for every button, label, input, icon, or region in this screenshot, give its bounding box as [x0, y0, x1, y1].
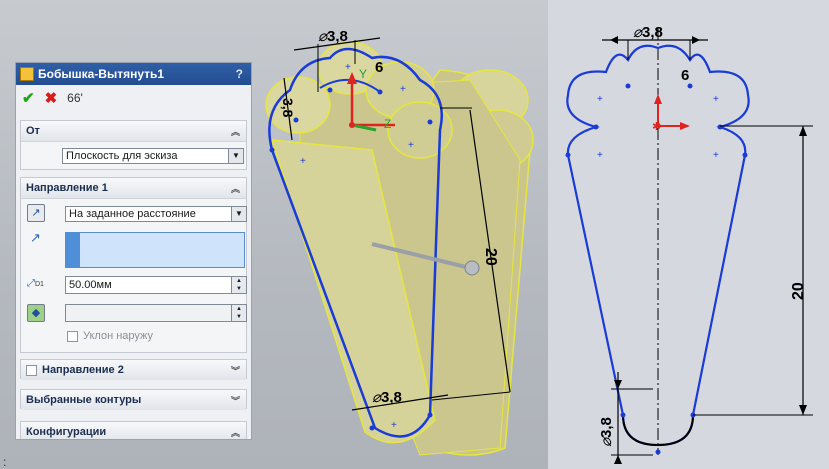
end-condition-select[interactable]: На заданное расстояние ▼	[65, 206, 247, 222]
reverse-direction-icon[interactable]: ↗	[27, 204, 45, 222]
y-axis-head	[347, 72, 357, 84]
draft-outward-checkbox[interactable]: Уклон наружу	[67, 330, 153, 342]
dropdown-arrow-icon[interactable]: ▼	[231, 207, 246, 221]
expand-chevron-icon[interactable]: ︾	[230, 395, 240, 406]
depth-icon: ⤢D1	[27, 278, 44, 289]
dim-top-diameter: ⌀3,8	[318, 28, 348, 45]
svg-text:+: +	[597, 150, 603, 161]
svg-text:+: +	[400, 84, 406, 95]
boss-extrude-icon	[20, 67, 34, 81]
svg-text:+: +	[713, 94, 719, 105]
svg-text:+: +	[713, 150, 719, 161]
dim-height: 20	[482, 248, 499, 266]
svg-text:+: +	[408, 140, 414, 151]
front-lobe-right	[387, 101, 453, 159]
corner-mark: :	[3, 455, 7, 469]
dim-arc-gap: 6	[681, 67, 689, 84]
y-axis-head	[654, 94, 662, 104]
direction-arrow-handle	[464, 260, 480, 276]
axis-label-z: Z	[384, 117, 391, 131]
draft-toggle-icon[interactable]: ◆	[27, 304, 45, 322]
z-axis-arrow	[351, 123, 377, 132]
configurations-group-label: Конфигурации	[26, 426, 107, 438]
selected-contours-group: Выбранные контуры ︾	[20, 389, 247, 410]
pm-title: Бобышка-Вытянуть1	[38, 67, 165, 81]
direction-vector-icon: ↗	[30, 230, 41, 245]
bottom-arc	[622, 414, 694, 447]
front-lobe-left	[265, 76, 331, 134]
help-button[interactable]: ?	[235, 67, 243, 81]
collapse-chevron-icon[interactable]: ︽	[230, 126, 240, 137]
pm-actions: ✔ ✖ 66'	[16, 85, 251, 111]
x-axis-head	[680, 122, 690, 130]
direction2-checkbox[interactable]	[26, 364, 37, 376]
detailed-preview-button[interactable]: 66'	[67, 91, 83, 105]
svg-text:+: +	[597, 94, 603, 105]
draft-spinner-icon[interactable]: ▲▼	[231, 305, 246, 321]
property-manager-panel: Бобышка-Вытянуть1 ? ✔ ✖ 66' От ︽ Плоскос…	[15, 62, 252, 440]
dim-arc-gap: 6	[375, 59, 383, 76]
expand-chevron-icon[interactable]: ︾	[230, 365, 240, 376]
configurations-group: Конфигурации ︽	[20, 421, 247, 439]
end-condition-value: На заданное расстояние	[69, 208, 196, 220]
pm-title-bar: Бобышка-Вытянуть1 ?	[16, 63, 251, 85]
3d-model-canvas[interactable]: Y Z ⌀3,8 6 3,8 20 ⌀3,8 + + + + +	[0, 0, 548, 469]
front-face	[270, 139, 436, 444]
selected-contours-group-label: Выбранные контуры	[26, 394, 142, 406]
dim-line-top	[293, 37, 381, 51]
axis-label-y: Y	[359, 67, 367, 81]
start-condition-value: Плоскость для эскиза	[66, 150, 178, 162]
dim-bottom-diameter: ⌀3,8	[598, 417, 615, 447]
selected-contours-group-header[interactable]: Выбранные контуры ︾	[21, 390, 246, 410]
direction2-group-label: Направление 2	[42, 364, 124, 376]
svg-text:✱: ✱	[652, 121, 661, 133]
dim-line-bottom	[351, 394, 449, 411]
direction2-group-header[interactable]: Направление 2 ︾	[21, 360, 246, 380]
direction1-group-header[interactable]: Направление 1 ︽	[21, 178, 246, 199]
draft-outward-label: Уклон наружу	[83, 330, 154, 342]
dim-top-diameter: ⌀3,8	[633, 24, 663, 41]
configurations-group-header[interactable]: Конфигурации ︽	[21, 422, 246, 439]
depth-input[interactable]: 50.00мм ▲▼	[65, 276, 247, 294]
sketch-contour	[268, 47, 443, 438]
direction1-group-label: Направление 1	[26, 182, 108, 194]
from-group: От ︽ Плоскость для эскиза ▼	[20, 120, 247, 170]
depth-value: 50.00мм	[69, 279, 112, 291]
collapse-chevron-icon[interactable]: ︽	[230, 183, 240, 194]
sketch-canvas[interactable]: ✱ + + + + ⌀3,8 6 20 ⌀3,8	[548, 0, 829, 469]
dim-left-vertical: 3,8	[280, 98, 296, 118]
cancel-button[interactable]: ✖	[44, 90, 58, 107]
dropdown-arrow-icon[interactable]: ▼	[228, 149, 243, 163]
dim-bottom-diameter: ⌀3,8	[372, 389, 402, 406]
dim-height: 20	[790, 282, 807, 300]
depth-spinner-icon[interactable]: ▲▼	[231, 277, 246, 293]
direction-selection-box[interactable]	[79, 232, 245, 268]
from-group-header[interactable]: От ︽	[21, 121, 246, 142]
draft-outward-check[interactable]	[67, 330, 78, 342]
selection-marker	[65, 232, 79, 268]
from-group-label: От	[26, 125, 40, 137]
dim-line-height	[469, 109, 511, 393]
direction-arrow	[371, 242, 471, 270]
origin-point	[349, 122, 355, 128]
svg-text:+: +	[300, 156, 306, 167]
collapse-chevron-icon[interactable]: ︽	[230, 427, 240, 438]
sketch-viewport[interactable]: ✱ + + + + ⌀3,8 6 20 ⌀3,8	[548, 0, 829, 469]
svg-text:+: +	[391, 420, 397, 431]
ok-button[interactable]: ✔	[22, 90, 35, 107]
draft-angle-input[interactable]: ▲▼	[65, 304, 247, 322]
3d-viewport[interactable]: Y Z ⌀3,8 6 3,8 20 ⌀3,8 + + + + + : Бобыш…	[0, 0, 548, 469]
svg-text:+: +	[345, 62, 351, 73]
direction2-group: Направление 2 ︾	[20, 359, 247, 380]
start-condition-select[interactable]: Плоскость для эскиза ▼	[62, 148, 244, 164]
dim-line-left	[283, 77, 293, 141]
direction1-group: Направление 1 ︽ ↗ На заданное расстояние…	[20, 177, 247, 353]
